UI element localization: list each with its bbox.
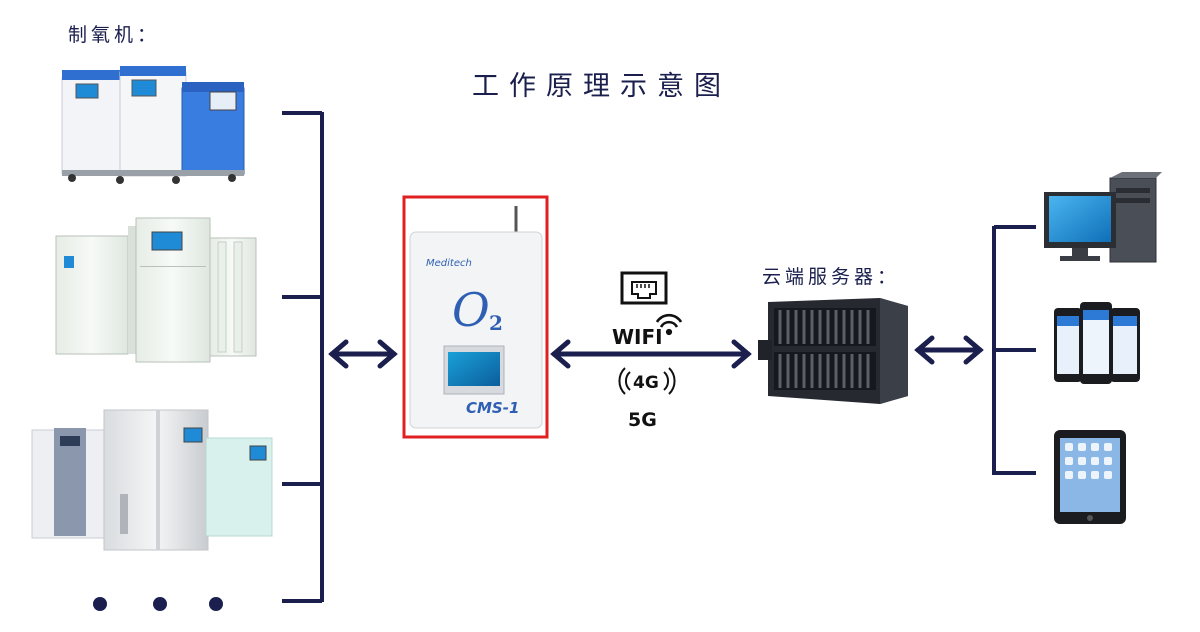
more-dot-2 <box>153 597 167 611</box>
cloud-server-label: 云端服务器： <box>762 266 901 288</box>
device-o2-symbol: O <box>452 283 490 337</box>
center-double-arrow <box>550 339 752 369</box>
oxygen-generator-label: 制氧机： <box>68 24 161 46</box>
signal-waves-icon <box>618 367 676 395</box>
left-double-arrow <box>328 339 398 369</box>
oxygen-generator-image-3 <box>31 409 273 551</box>
oxygen-generator-image-1 <box>61 66 245 184</box>
cms1-device-image <box>409 206 543 429</box>
smartphones-image <box>1054 302 1140 384</box>
device-highlight-box <box>402 195 549 439</box>
wifi-icon <box>655 313 683 336</box>
wifi-label: WIFI <box>612 325 663 349</box>
desktop-computer-image <box>1044 172 1162 263</box>
more-dot-3 <box>209 597 223 611</box>
oxygen-generator-image-2 <box>55 217 257 363</box>
device-brand: Meditech <box>426 258 472 269</box>
device-o2-subscript: 2 <box>489 311 503 335</box>
5g-label: 5G <box>628 409 657 431</box>
right-bus-bracket <box>992 225 1036 475</box>
right-double-arrow <box>914 335 984 365</box>
tablet-image <box>1054 430 1126 524</box>
left-bus-bracket <box>282 111 324 603</box>
more-dot-1 <box>93 597 107 611</box>
diagram-title: 工作原理示意图 <box>472 71 731 102</box>
ethernet-port-icon <box>620 271 668 305</box>
4g-label: 4G <box>633 373 659 393</box>
device-model: CMS-1 <box>466 399 519 417</box>
blade-server-image <box>758 298 908 404</box>
